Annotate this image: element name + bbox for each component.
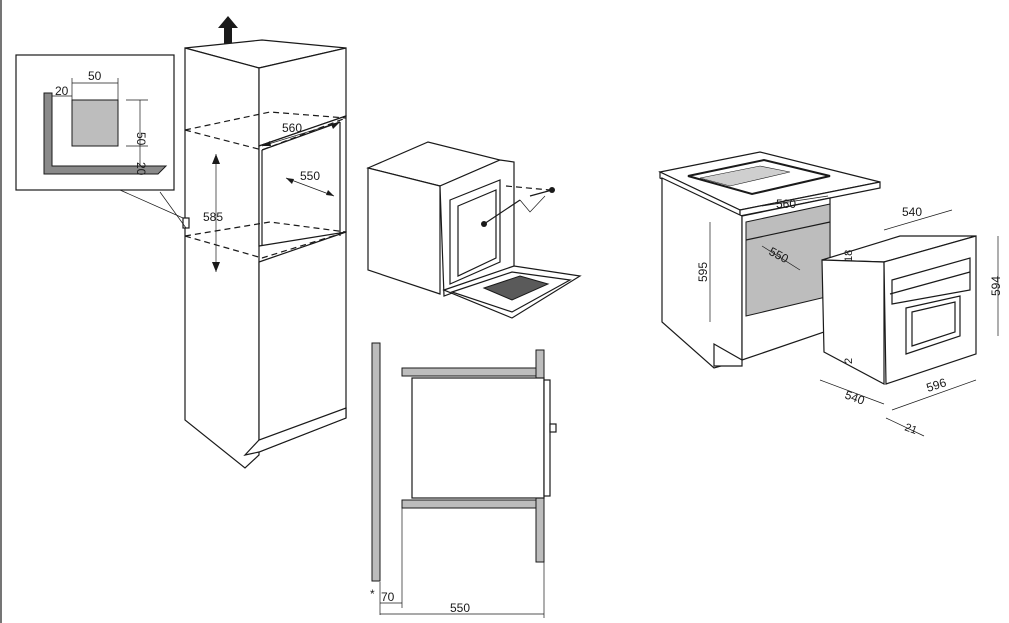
door-glass (482, 275, 550, 301)
column-depth-label: 550 (300, 169, 320, 183)
column-width-label: 560 (282, 121, 302, 135)
column-height-label: 585 (203, 210, 223, 224)
built-in-oven: 540 18 594 2 540 596 21 (819, 205, 1003, 437)
oven-base-depth-label: 540 (843, 388, 867, 408)
oven-depth-label: 540 (902, 205, 922, 219)
oven-bottom-gap-label: 2 (843, 358, 855, 364)
oven-open-door (366, 141, 582, 319)
up-arrow-icon (218, 16, 238, 44)
section-gap-label: 70 (381, 590, 395, 604)
oven-width-label: 596 (925, 375, 949, 395)
detail-width-label: 50 (88, 69, 102, 83)
detail-height-label: 50 (134, 132, 148, 146)
oven-height-label: 594 (989, 276, 1003, 296)
under-height-label: 595 (696, 262, 710, 282)
under-counter-cabinet: 560 550 595 (658, 151, 881, 369)
oven-top-gap-label: 18 (843, 250, 855, 262)
section-view: * 70 550 (370, 342, 557, 618)
detail-left-gap-label: 20 (55, 84, 69, 98)
column-cabinet: 560 550 585 (182, 16, 347, 469)
vent-detail: 50 20 50 20 (15, 54, 175, 191)
oven-door-label: 21 (903, 422, 919, 437)
detail-bottom-gap-label: 20 (134, 162, 148, 176)
section-depth-label: 550 (450, 601, 470, 615)
section-star: * (370, 587, 375, 601)
under-width-label: 560 (776, 197, 796, 211)
